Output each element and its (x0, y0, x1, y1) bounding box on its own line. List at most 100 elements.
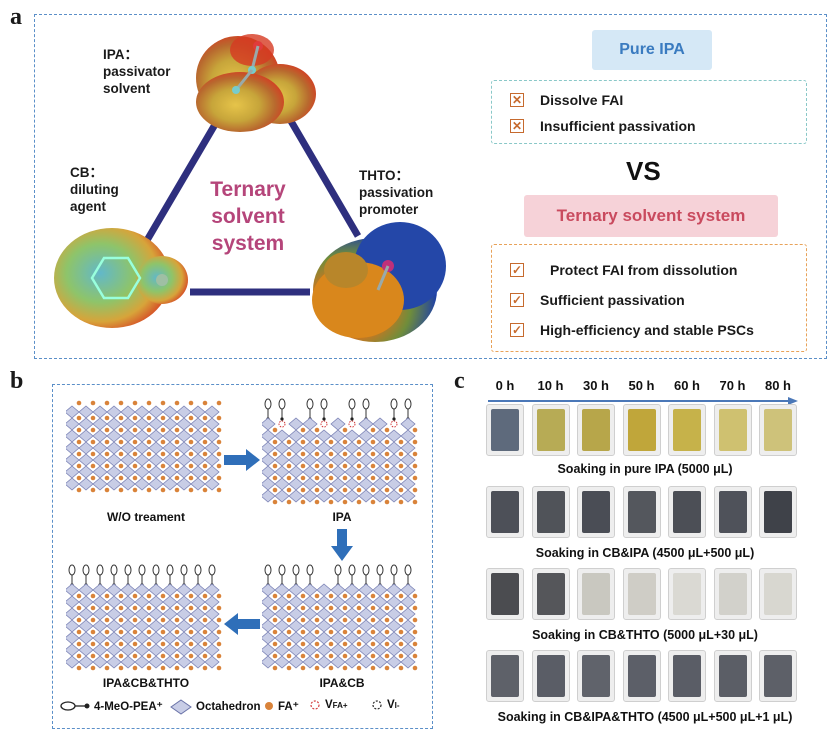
octahedron (106, 655, 122, 669)
octahedron (66, 619, 80, 633)
fa-cation (356, 475, 362, 481)
pea-ligand (264, 564, 272, 587)
octahedron (358, 465, 374, 479)
fa-cation (314, 499, 320, 505)
fa-cation (398, 487, 404, 493)
octahedron (176, 607, 192, 621)
fa-cation (174, 593, 180, 599)
fa-cation (384, 617, 390, 623)
fa-cation (328, 653, 334, 659)
octahedron (176, 631, 192, 645)
fa-vacancy (278, 420, 286, 428)
fa-cation (216, 653, 222, 659)
octahedron (372, 429, 388, 443)
pure-ipa-pill: Pure IPA (592, 30, 712, 70)
fa-cation (146, 617, 152, 623)
sample-film (577, 650, 615, 702)
octahedron (330, 595, 346, 609)
octahedron (274, 583, 290, 597)
fa-cation (342, 475, 348, 481)
fa-cation (384, 665, 390, 671)
fa-cation (216, 487, 222, 493)
fa-cation (286, 499, 292, 505)
octahedron (344, 619, 360, 633)
pea-ligand (306, 398, 314, 421)
fa-cation (314, 439, 320, 445)
fa-cation (146, 427, 152, 433)
octahedron (386, 607, 402, 621)
fa-cation (118, 665, 124, 671)
fa-cation (174, 665, 180, 671)
fa-cation (272, 629, 278, 635)
fa-cation (188, 415, 194, 421)
fa-cation (342, 499, 348, 505)
fa-cation (90, 439, 96, 445)
octahedron (66, 429, 80, 443)
octahedron (106, 429, 122, 443)
panel-c-letter: c (454, 368, 465, 394)
fa-cation (202, 487, 208, 493)
octahedron (190, 643, 206, 657)
octahedron (262, 489, 276, 503)
fa-cation (272, 475, 278, 481)
fa-cation (132, 665, 138, 671)
octahedron (134, 405, 150, 419)
fa-cation (188, 475, 194, 481)
fa-cation (174, 475, 180, 481)
time-arrow-icon (488, 397, 798, 405)
fa-cation (188, 463, 194, 469)
fa-cation (104, 463, 110, 469)
fa-cation (90, 605, 96, 611)
octahedron (274, 595, 290, 609)
octahedron (92, 465, 108, 479)
octahedron (66, 607, 80, 621)
sample-film-area (536, 573, 565, 615)
octahedron (120, 655, 136, 669)
panel-b-frame (52, 384, 433, 729)
octahedron (344, 643, 360, 657)
octahedron (262, 465, 276, 479)
pea-ligand (152, 564, 160, 587)
pea-ligand (362, 564, 370, 587)
fa-cation (132, 415, 138, 421)
fa-cation (216, 629, 222, 635)
sample-film-area (718, 409, 747, 451)
octahedron (148, 465, 164, 479)
octahedron (120, 453, 136, 467)
fa-cation (216, 605, 222, 611)
octahedron (134, 619, 150, 633)
fa-cation (160, 629, 166, 635)
pure-ipa-item: ✕ Insufficient passivation (510, 118, 696, 134)
sample-film (577, 568, 615, 620)
sample-film-area (627, 491, 656, 533)
pea-ligand (124, 564, 132, 587)
fa-cation (300, 617, 306, 623)
octahedron (386, 643, 402, 657)
octahedron (92, 643, 108, 657)
sample-film-area (718, 491, 747, 533)
octahedron (148, 643, 164, 657)
octahedron (148, 595, 164, 609)
stage-label: IPA&CB&THTO (102, 676, 190, 690)
octahedron (120, 417, 136, 431)
pea-ligand (166, 564, 174, 587)
octahedron (78, 631, 94, 645)
fa-cation (146, 653, 152, 659)
octahedron (176, 619, 192, 633)
fa-cation (314, 653, 320, 659)
sample-film (713, 486, 752, 538)
pea-ligand (208, 564, 216, 587)
octahedron (358, 595, 374, 609)
fa-cation (118, 463, 124, 469)
fa-cation (286, 617, 292, 623)
octahedron (204, 453, 220, 467)
octahedron (262, 441, 276, 455)
fa-cation (328, 665, 334, 671)
octahedron (162, 643, 178, 657)
octahedron (344, 607, 360, 621)
fa-cation (160, 653, 166, 659)
sample-film-area (491, 655, 519, 697)
sample-film (713, 568, 752, 620)
octahedron (274, 631, 290, 645)
fa-cation (76, 463, 82, 469)
